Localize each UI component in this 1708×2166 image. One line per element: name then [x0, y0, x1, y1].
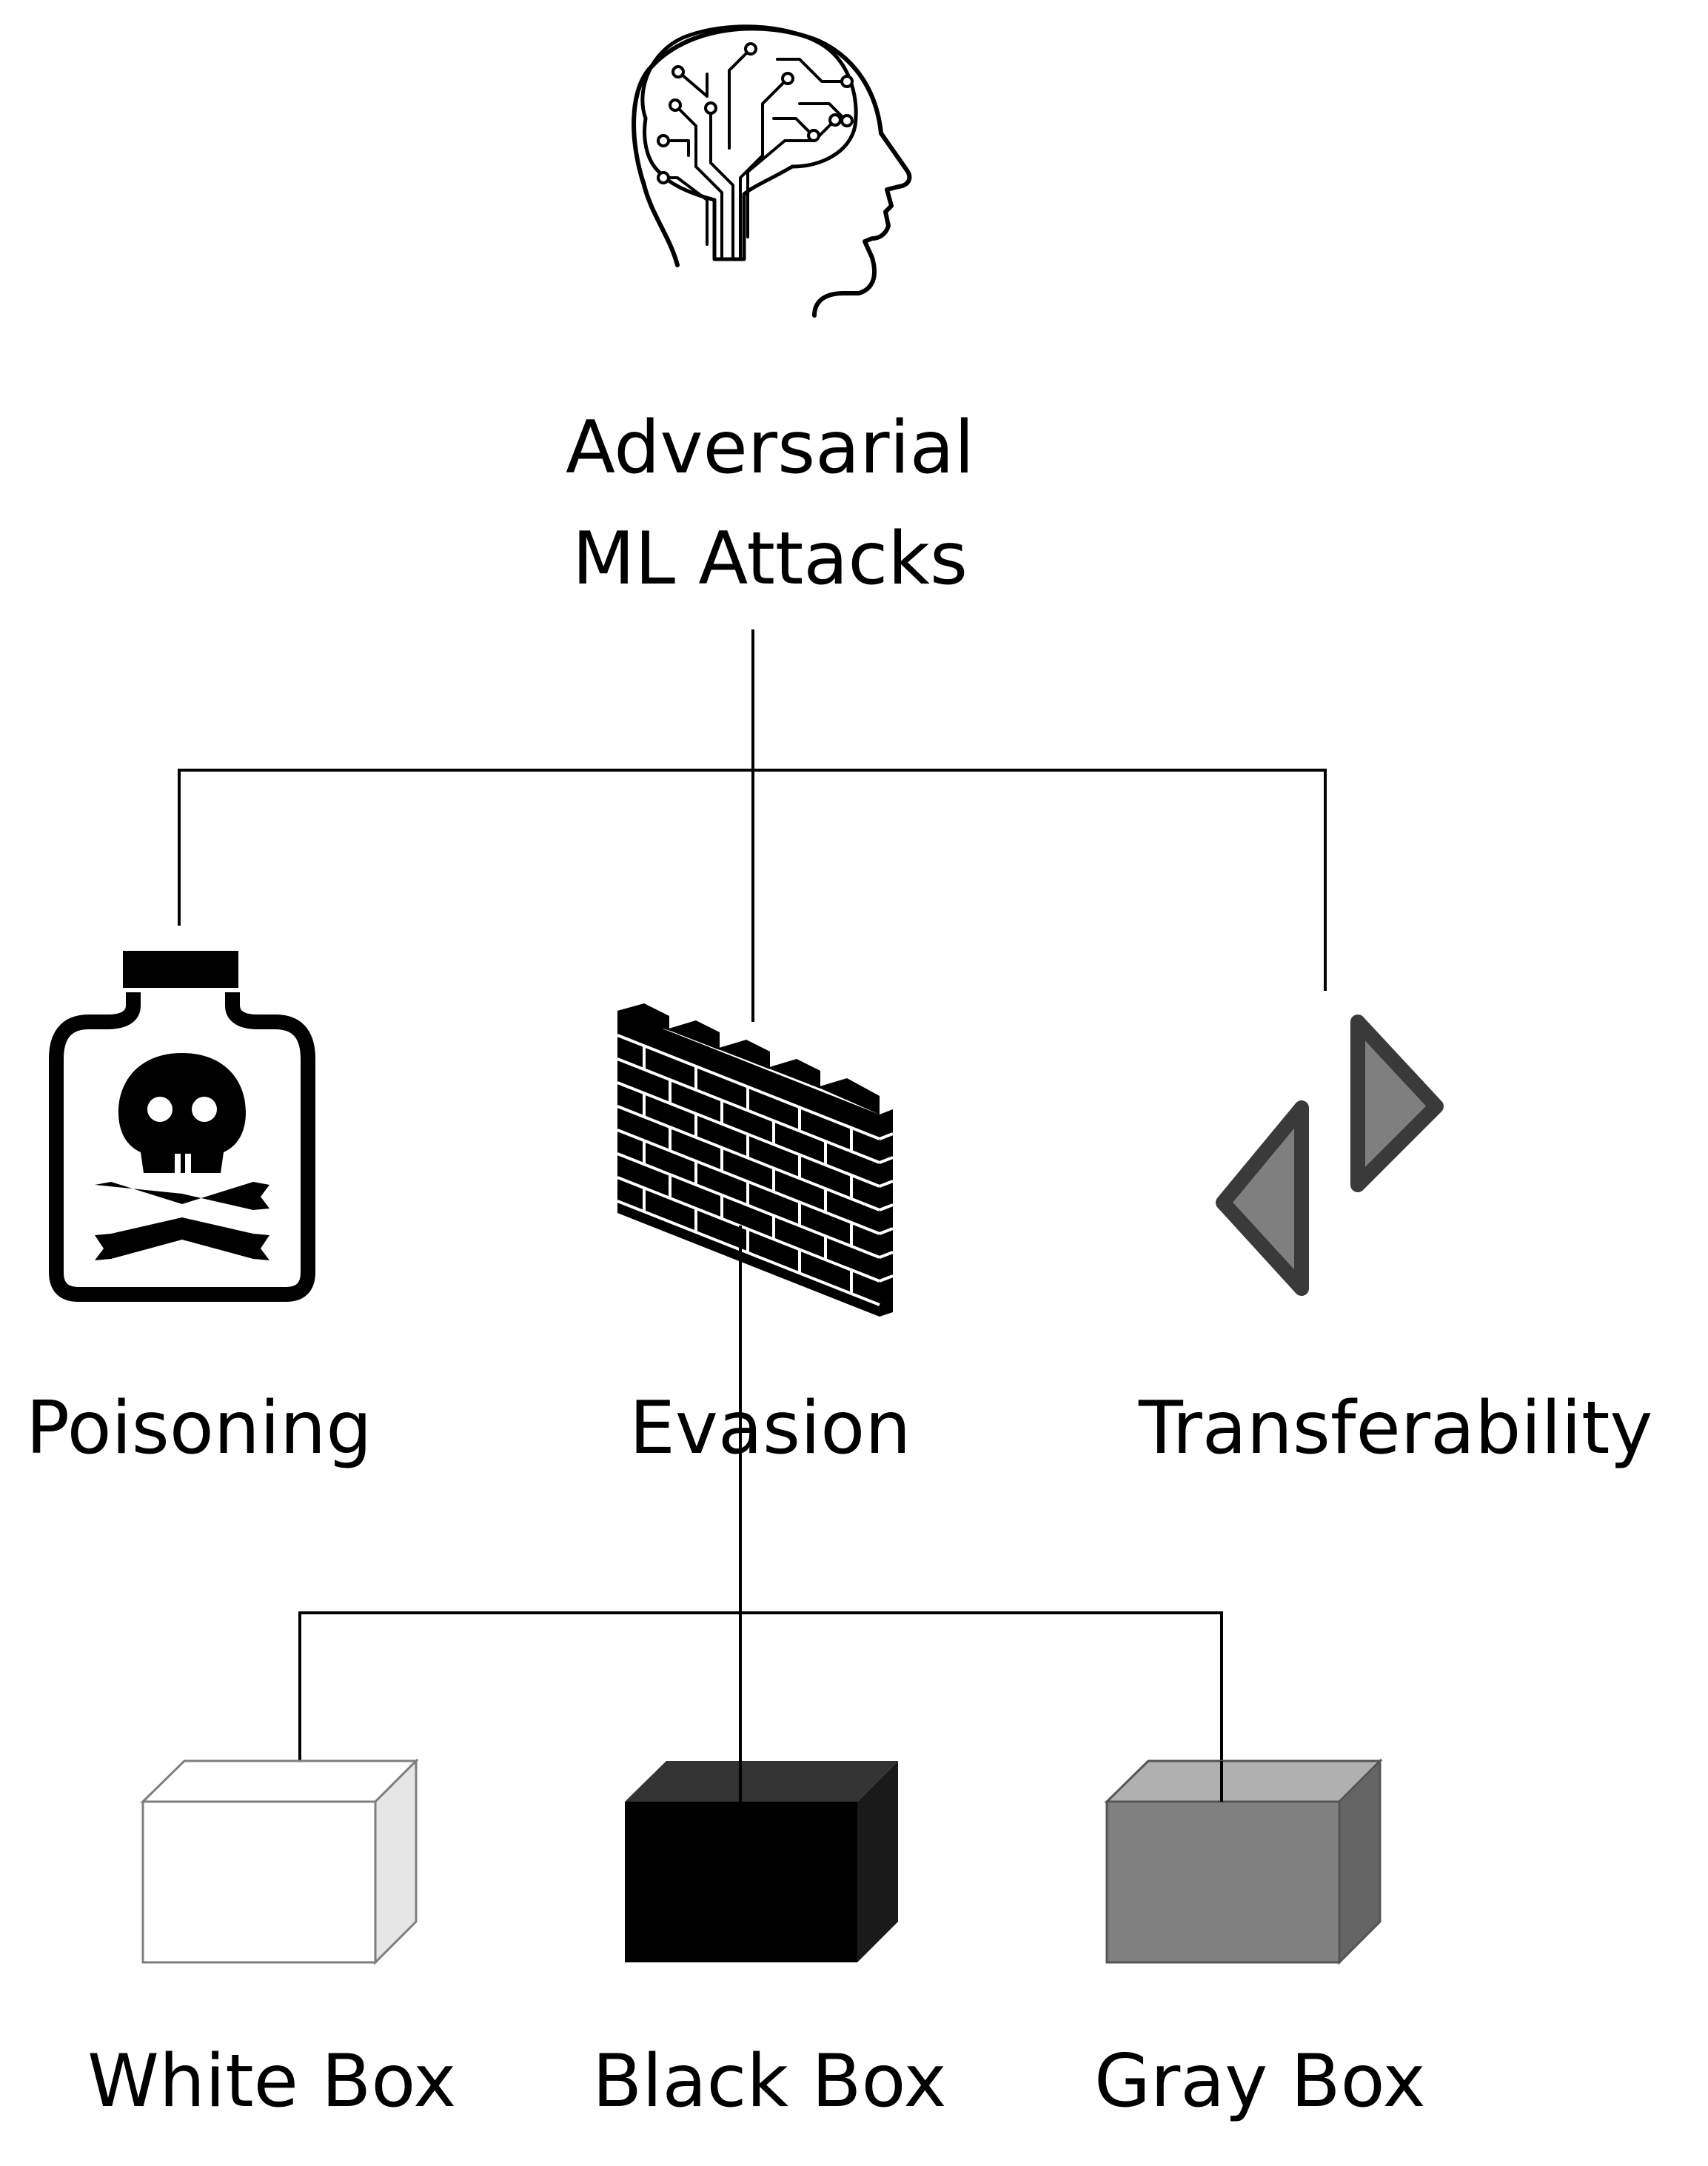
category-label-poisoning: Poisoning: [26, 1386, 372, 1471]
root-label: Adversarial ML Attacks: [474, 392, 1066, 615]
brain-circuit-head-icon: [632, 24, 912, 318]
evasion-types-horizontal-line: [298, 1611, 1223, 1801]
root-label-line1: Adversarial: [565, 406, 974, 490]
evasion-type-label-white-box: White Box: [87, 2039, 457, 2124]
connector-lines: [178, 629, 1327, 1022]
transfer-triangles-icon: [1216, 1015, 1444, 1296]
white-box-icon: [140, 1758, 419, 1965]
gray-box-icon: [1104, 1758, 1383, 1965]
evasion-type-label-black-box: Black Box: [592, 2039, 947, 2124]
root-label-line2: ML Attacks: [572, 517, 968, 601]
evasion-type-label-gray-box: Gray Box: [1094, 2039, 1426, 2124]
brick-wall-icon: [617, 1003, 894, 1317]
black-box-icon: [625, 1761, 898, 1962]
category-label-evasion: Evasion: [629, 1386, 911, 1471]
category-label-transferability: Transferability: [1139, 1386, 1653, 1471]
poison-bottle-icon: [49, 951, 315, 1302]
